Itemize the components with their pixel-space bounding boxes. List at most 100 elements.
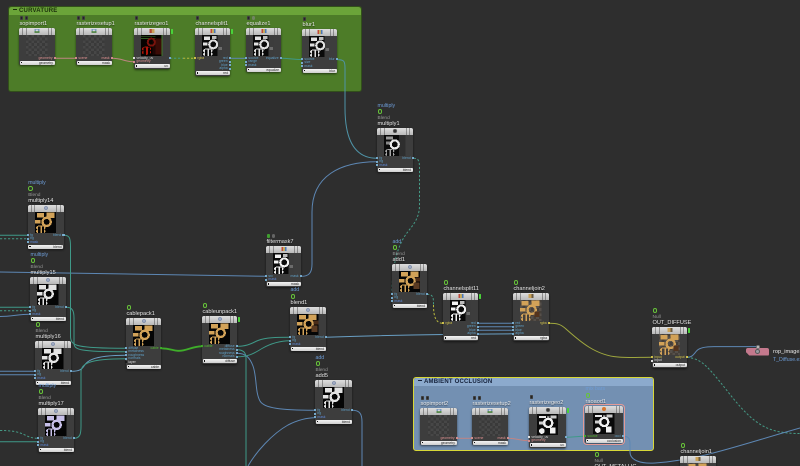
node-footer-bar[interactable]: blend xyxy=(377,167,413,172)
node-header[interactable] xyxy=(35,341,71,348)
node-header[interactable] xyxy=(76,28,112,35)
node-header[interactable] xyxy=(377,128,413,135)
wire:offscreen-left->multiply15.mask[interactable] xyxy=(0,313,31,317)
input-pin-source[interactable] xyxy=(583,435,587,438)
input-pin-layer[interactable] xyxy=(124,361,128,364)
input-pin-mask[interactable] xyxy=(300,65,304,68)
output-pin-red[interactable] xyxy=(228,57,232,60)
node-footer-bar[interactable]: cable xyxy=(126,364,161,369)
input-pin-alpha[interactable] xyxy=(511,332,515,335)
input-pin-red[interactable] xyxy=(511,322,515,325)
input-pin-mask[interactable] xyxy=(28,313,32,316)
output-pin-equalize[interactable] xyxy=(279,57,283,60)
node-header[interactable] xyxy=(513,293,549,300)
wire:rasterizesetup1.mask->rasterizegeo1.geometry[interactable] xyxy=(111,57,135,63)
output-pin-mask[interactable] xyxy=(110,57,114,60)
output-pin-alpha[interactable] xyxy=(476,332,480,335)
wire:add1.blend->channelsplit11.rgba[interactable] xyxy=(426,293,434,306)
input-pin-cable[interactable] xyxy=(200,345,204,348)
output-pin-metalness[interactable] xyxy=(235,348,239,351)
node-header[interactable] xyxy=(30,277,66,284)
wire:multiply1.blend->add1.fg[interactable] xyxy=(391,157,420,295)
node-header[interactable] xyxy=(19,28,55,35)
wire:cableunpack1.metalness->offscreen-bottom[interactable] xyxy=(236,349,247,466)
node-footer-bar[interactable]: blend xyxy=(315,419,352,424)
output-pin-0[interactable] xyxy=(168,57,172,60)
node-name[interactable]: rop_image1 xyxy=(773,348,800,355)
input-pin-mask[interactable] xyxy=(313,416,317,419)
node-footer-bar[interactable]: blur xyxy=(302,68,337,73)
node-footer-bar[interactable]: blend xyxy=(38,447,74,452)
node-header[interactable] xyxy=(585,406,623,413)
input-pin-bg[interactable] xyxy=(390,296,394,299)
input-pin-fg[interactable] xyxy=(390,293,394,296)
input-pin-mask[interactable] xyxy=(375,164,379,167)
node-footer-bar[interactable]: red xyxy=(195,71,230,76)
node-header[interactable] xyxy=(134,28,170,35)
input-pin-source[interactable] xyxy=(244,57,248,60)
input-pin-mask[interactable] xyxy=(36,444,40,447)
node-header[interactable] xyxy=(680,456,716,463)
node-footer-bar[interactable]: output xyxy=(652,363,687,368)
wire:multiply16.blend->cablepack1.roughness[interactable] xyxy=(70,354,127,372)
input-pin-bg[interactable] xyxy=(28,309,32,312)
collapse-icon[interactable] xyxy=(418,380,422,382)
input-pin-diffuse[interactable] xyxy=(124,347,128,350)
node-footer-bar[interactable]: blend xyxy=(35,380,71,385)
input-pin-bg[interactable] xyxy=(36,440,40,443)
input-pin-scene[interactable] xyxy=(74,57,78,60)
node-footer-bar[interactable]: rgba xyxy=(513,336,549,341)
wire:offscreen-left->filtermask7.src[interactable] xyxy=(0,271,267,277)
wire:rasterizegeo2.out->raoaod1.source[interactable] xyxy=(565,435,586,438)
node-footer-bar[interactable]: uv xyxy=(529,443,566,448)
input-pin-src[interactable] xyxy=(264,275,268,278)
node-header[interactable] xyxy=(392,264,427,271)
input-pin-geometry[interactable] xyxy=(527,439,531,442)
output-pin-blend[interactable] xyxy=(411,157,415,160)
node-footer-bar[interactable]: blend xyxy=(290,346,326,351)
input-pin-bg[interactable] xyxy=(288,339,292,342)
input-pin-geometry[interactable] xyxy=(132,60,136,63)
node-footer-bar[interactable]: geometry xyxy=(420,440,457,445)
input-pin-range[interactable] xyxy=(244,60,248,63)
input-pin-metalness[interactable] xyxy=(124,350,128,353)
network-box-titlebar[interactable]: AMBIENT OCCLUSION xyxy=(414,378,653,386)
node-footer-bar[interactable]: blend xyxy=(392,303,427,308)
wire:out-diffuse.output->rop_image1[interactable] xyxy=(686,346,757,358)
input-pin-rgba[interactable] xyxy=(441,322,445,325)
input-pin-roughness[interactable] xyxy=(124,354,128,357)
display-flag[interactable] xyxy=(238,317,241,322)
output-pin-blend[interactable] xyxy=(350,409,354,412)
input-pin-bg[interactable] xyxy=(375,160,379,163)
input-pin-fg[interactable] xyxy=(375,157,379,160)
output-pin-blend[interactable] xyxy=(62,234,65,237)
node-footer-bar[interactable]: occlusion xyxy=(585,438,623,443)
output-pin-rgba[interactable] xyxy=(547,322,551,325)
input-pin-bg[interactable] xyxy=(26,237,29,240)
